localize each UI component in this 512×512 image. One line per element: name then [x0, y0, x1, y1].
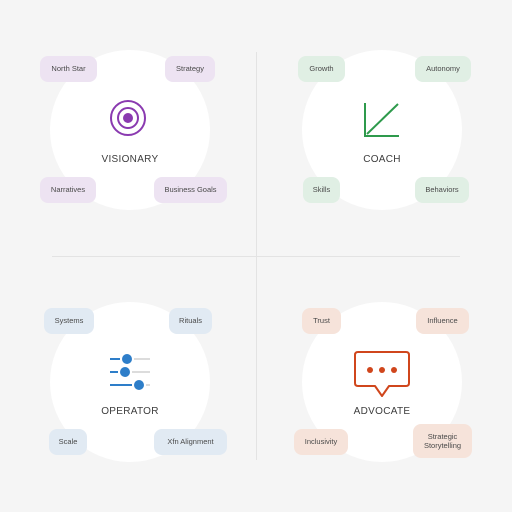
tag-pill: Skills [303, 177, 340, 203]
tag-pill: Trust [302, 308, 341, 334]
speech-bubble-icon [354, 351, 410, 397]
tag-pill: Business Goals [154, 177, 227, 203]
tag-pill: Narratives [40, 177, 96, 203]
tag-pill: Xfn Alignment [154, 429, 227, 455]
target-icon [110, 100, 146, 136]
tag-pill: Inclusivity [294, 429, 348, 455]
role-title: ADVOCATE [353, 406, 411, 417]
role-title: OPERATOR [101, 406, 159, 417]
tag-pill: Growth [298, 56, 345, 82]
tag-pill: Scale [49, 429, 87, 455]
tag-pill: Systems [44, 308, 94, 334]
tag-pill: Rituals [169, 308, 212, 334]
growth-chart-icon [364, 103, 399, 137]
tag-pill: Behaviors [415, 177, 469, 203]
tag-pill: North Star [40, 56, 97, 82]
sliders-icon [110, 354, 150, 390]
role-title: COACH [363, 154, 401, 165]
tag-pill: Strategic Storytelling [413, 424, 472, 458]
tag-pill: Influence [416, 308, 469, 334]
horizontal-divider [52, 256, 460, 257]
tag-pill: Strategy [165, 56, 215, 82]
tag-pill: Autonomy [415, 56, 471, 82]
role-title: VISIONARY [101, 154, 159, 165]
